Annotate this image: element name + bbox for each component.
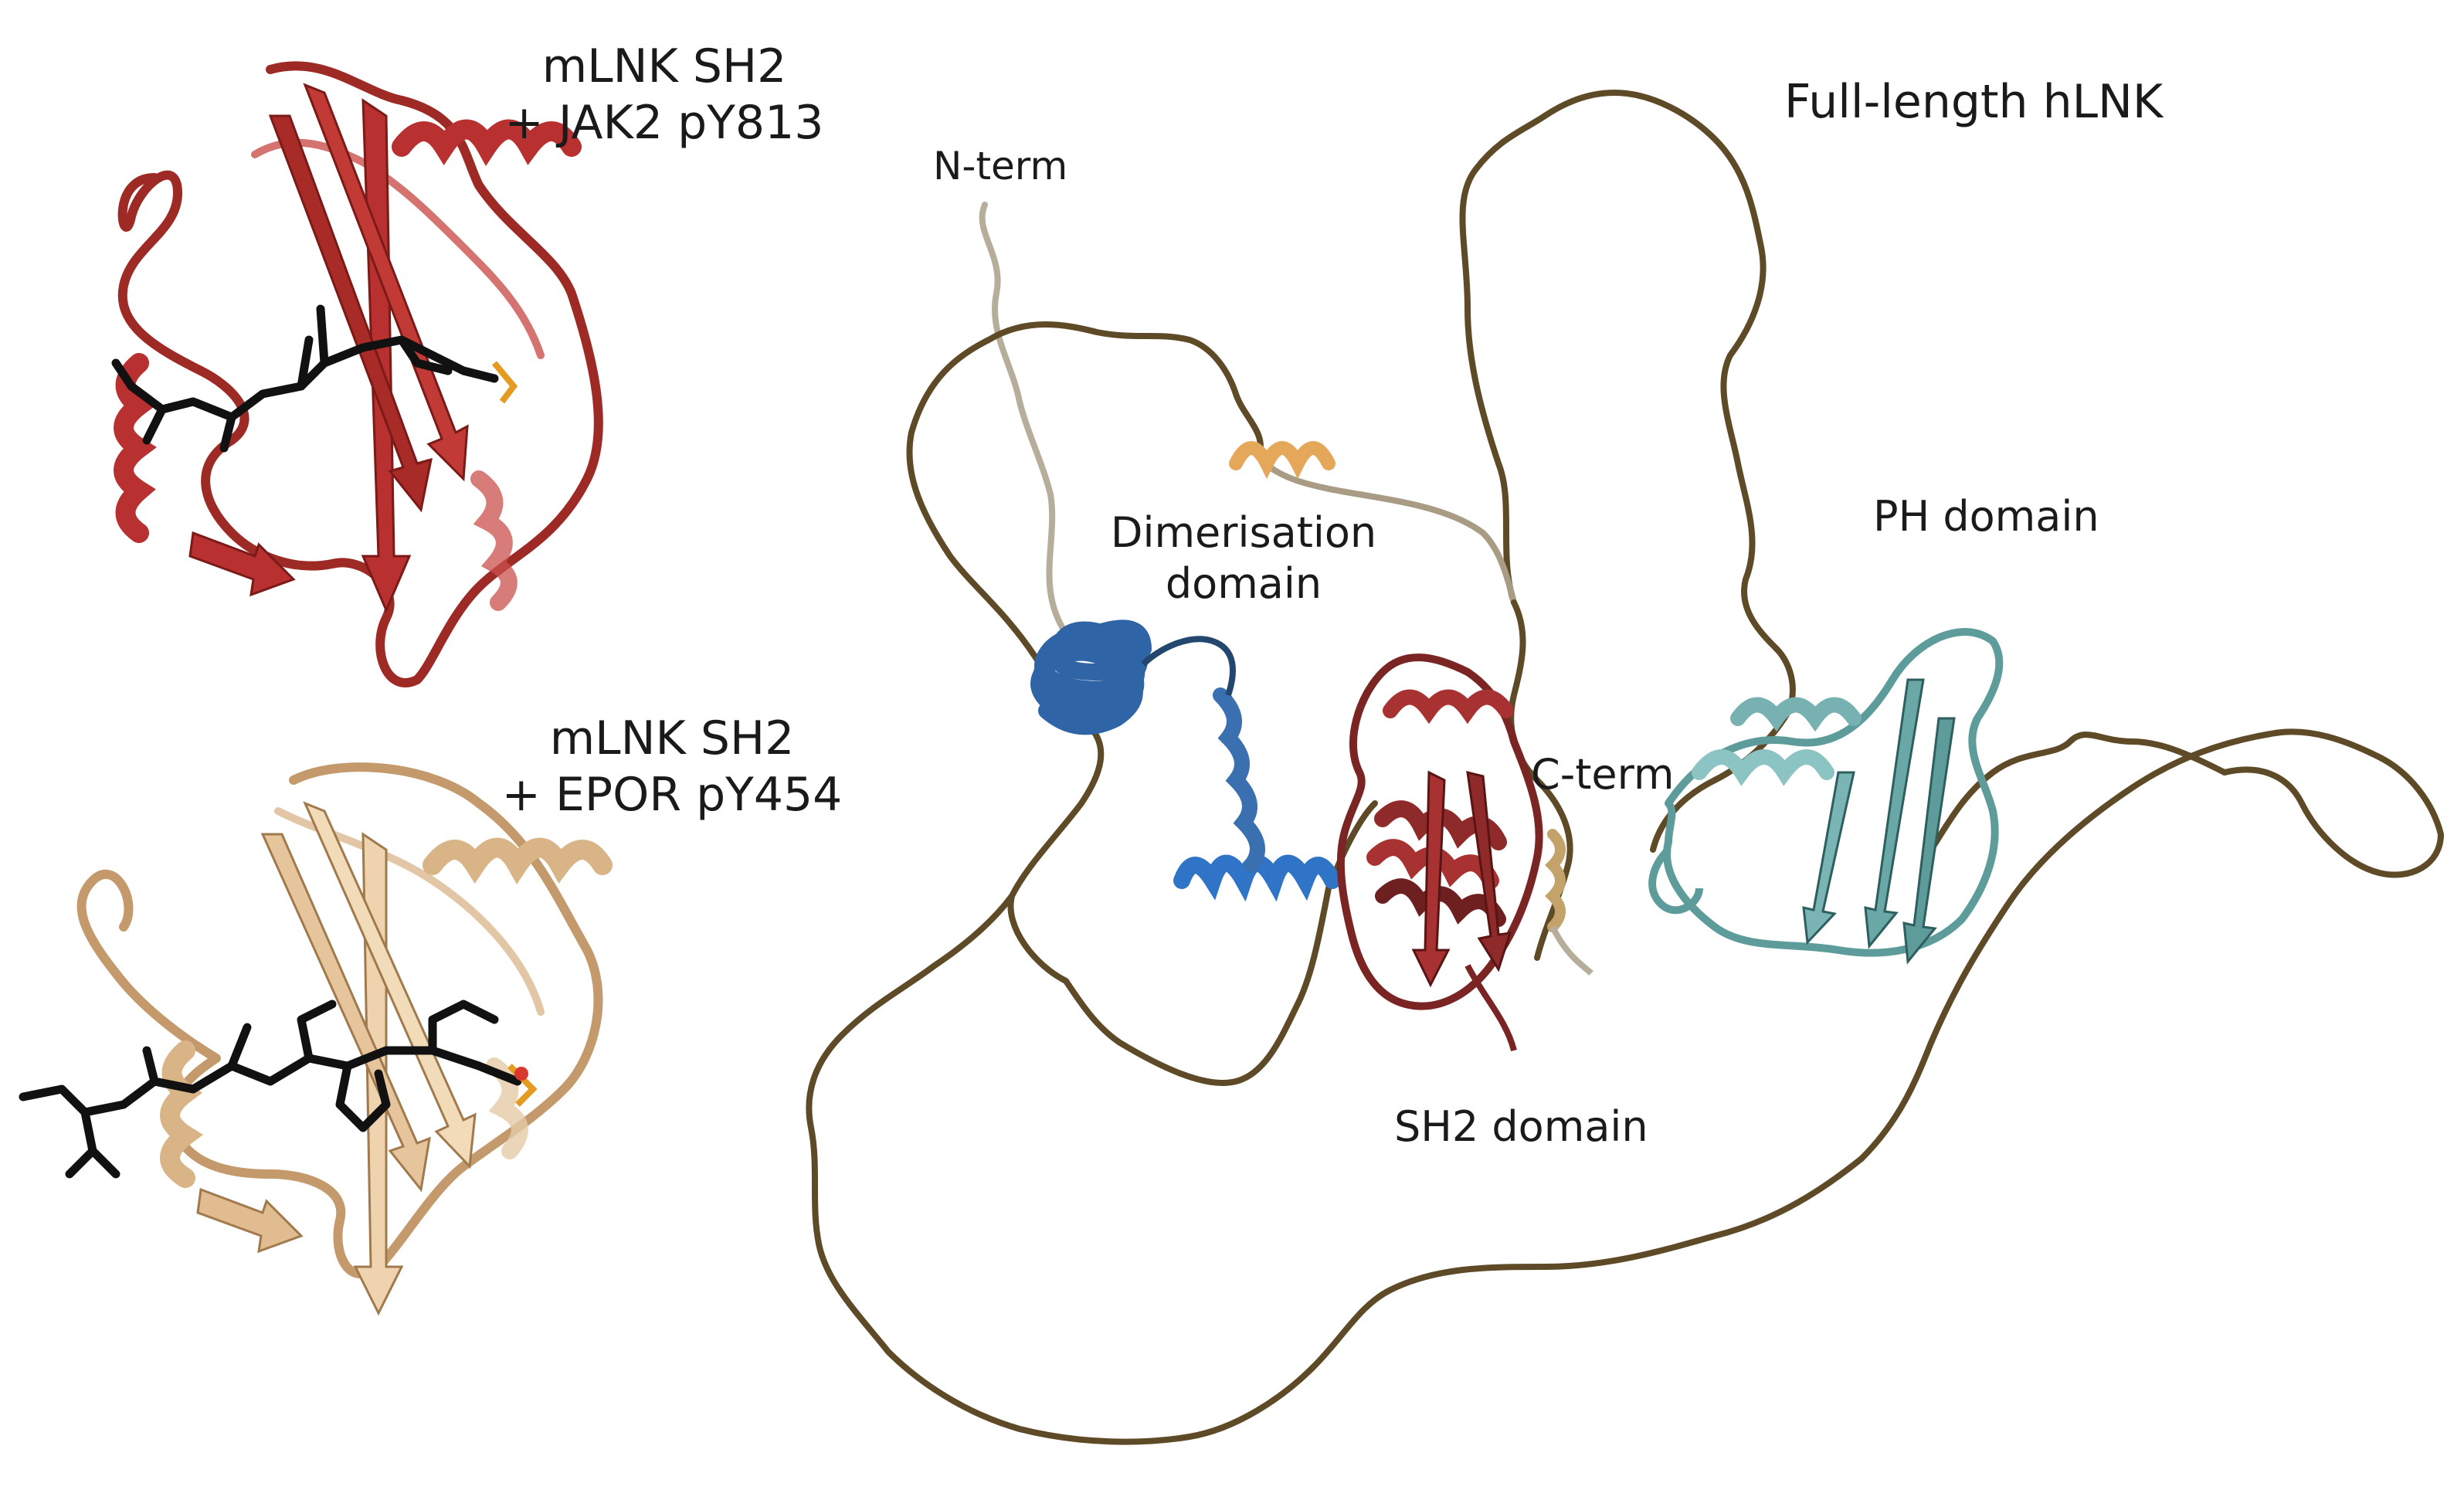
- dimerisation-label-line1: Dimerisation: [1110, 508, 1377, 557]
- sh2-domain-structure: [1336, 653, 1543, 1052]
- epor-complex-structure: [19, 762, 613, 1316]
- dimerisation-domain-label: Dimerisation domain: [1097, 507, 1390, 609]
- jak2-title-line1: mLNK SH2: [541, 39, 787, 93]
- n-term-label: N-term: [933, 144, 1068, 188]
- jak2-complex-structure: [111, 61, 603, 687]
- ph-domain-label: PH domain: [1873, 492, 2099, 541]
- full-length-title: Full-length hLNK: [1784, 75, 2164, 129]
- jak2-panel-title: mLNK SH2 + JAK2 pY813: [494, 39, 834, 151]
- ph-domain-structure: [1648, 628, 2004, 965]
- jak2-peptide-ligand: [111, 304, 499, 453]
- full-length-hlnk-structure: [806, 90, 2444, 1445]
- sh2-domain-label: SH2 domain: [1394, 1102, 1648, 1151]
- epor-title-line1: mLNK SH2: [549, 711, 795, 765]
- dimerisation-domain-helices: [1030, 619, 1341, 902]
- epor-title-line2: + EPOR pY454: [501, 768, 843, 823]
- epor-peptide-ligand: [19, 1000, 522, 1179]
- dimerisation-label-line2: domain: [1165, 558, 1322, 608]
- jak2-title-line2: + JAK2 pY813: [504, 96, 824, 151]
- c-term-label: C-term: [1531, 750, 1675, 799]
- epor-panel-title: mLNK SH2 + EPOR pY454: [494, 711, 850, 823]
